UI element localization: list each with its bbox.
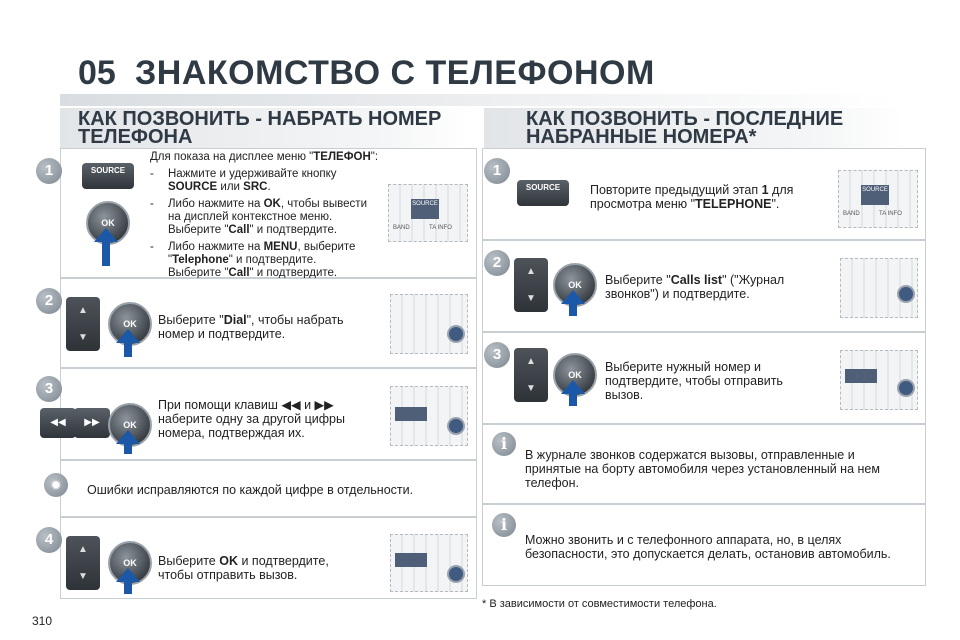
right-step3-text: Выберите нужный номер и подтвердите, что… [605,360,783,402]
seek-forward-button-image: ▶▶ [74,408,110,438]
radio-unit-image [390,386,468,446]
tip-text: Ошибки исправляются по каждой цифре в от… [87,483,414,497]
radio-unit-image: SOURCE BAND TA INFO [838,170,918,228]
source-label: SOURCE [525,183,561,192]
right-section-band [484,108,904,148]
info1-text: В журнале звонков содержатся вызовы, отп… [525,448,880,490]
blue-arrow-shaft [102,242,110,266]
step-number: 2 [36,288,62,314]
left-title-line2: ТЕЛЕФОНА [78,126,193,148]
lightbulb-icon: ✹ [44,473,68,497]
info-icon: i [492,513,516,537]
radio-knob [897,379,915,397]
right-step1-text: Повторите предыдущий этап 1 для просмотр… [590,183,794,211]
radio-source-key: SOURCE [411,199,439,219]
left-step1-text: Для показа на дисплее меню "ТЕЛЕФОН": -Н… [150,151,379,279]
page-title: ЗНАКОМСТВО С ТЕЛЕФОНОМ [135,54,655,92]
radio-knob [447,417,465,435]
radio-highlight [395,407,427,421]
radio-knob [447,565,465,583]
radio-highlight [395,553,427,567]
left-section-band [60,108,470,148]
radio-ta-info-label: TA INFO [429,225,452,231]
info2-text: Можно звонить и с телефонного аппарата, … [525,533,891,561]
ok-label: OK [123,319,137,329]
left-title-line1: КАК ПОЗВОНИТЬ - НАБРАТЬ НОМЕР [78,108,442,130]
radio-unit-image [840,258,918,318]
left-step4-text: Выберите OK и подтвердите, чтобы отправи… [158,554,329,582]
step-number: 4 [36,527,62,553]
step-number: 1 [36,158,62,184]
radio-knob [447,325,465,343]
step-number: 3 [36,376,62,402]
radio-ta-info-label: TA INFO [879,211,902,217]
radio-source-key: SOURCE [861,185,889,205]
radio-unit-image: SOURCE BAND TA INFO [388,184,468,242]
rocker-switch-image: ▲▼ [514,258,548,312]
blue-arrow-icon [561,290,585,304]
left-step2-text: Выберите "Dial", чтобы набрать номер и п… [158,313,344,341]
rocker-switch-image: ▲▼ [514,348,548,402]
step-number: 2 [484,250,510,276]
info1-panel [482,424,926,504]
blue-arrow-icon [561,380,585,394]
source-label: SOURCE [90,166,126,175]
info2-panel [482,504,926,586]
right-section-title: КАК ПОЗВОНИТЬ - ПОСЛЕДНИЕ НАБРАННЫЕ НОМЕ… [526,108,844,148]
source-button-image: SOURCE [82,163,134,189]
ok-label: OK [101,218,115,228]
blue-arrow-shaft [124,582,132,594]
ok-label: OK [123,558,137,568]
radio-knob [897,285,915,303]
radio-band-label: BAND [393,225,410,231]
radio-band-label: BAND [843,211,860,217]
blue-arrow-icon [94,228,118,242]
blue-arrow-icon [116,329,140,343]
blue-arrow-shaft [569,304,577,316]
blue-arrow-shaft [124,343,132,357]
blue-arrow-shaft [569,394,577,406]
right-step2-text: Выберите "Calls list" ("Журнал звонков")… [605,273,785,301]
ok-label: OK [568,280,582,290]
seek-back-button-image: ◀◀ [40,408,76,438]
ok-label: OK [568,370,582,380]
radio-highlight [845,369,877,383]
ok-label: OK [123,420,137,430]
header-band [60,94,900,106]
right-title-line2: НАБРАННЫЕ НОМЕРА* [526,126,757,148]
blue-arrow-shaft [124,444,132,454]
info-icon: i [492,432,516,456]
left-section-title: КАК ПОЗВОНИТЬ - НАБРАТЬ НОМЕР ТЕЛЕФОНА [78,108,442,148]
source-button-image: SOURCE [517,180,569,206]
tip-panel [60,460,477,517]
rocker-switch-image: ▲▼ [66,536,100,590]
step-number: 3 [484,342,510,368]
left-step3-text: При помощи клавиш ◀◀ и ▶▶ наберите одну … [158,398,345,440]
footnote: * В зависимости от совместимости телефон… [482,598,717,610]
blue-arrow-icon [116,430,140,444]
radio-unit-image [390,534,468,592]
blue-arrow-icon [116,568,140,582]
rocker-switch-image: ▲▼ [66,297,100,351]
chapter-number: 05 [78,54,116,92]
right-title-line1: КАК ПОЗВОНИТЬ - ПОСЛЕДНИЕ [526,108,844,130]
step-number: 1 [484,158,510,184]
radio-unit-image [390,294,468,354]
radio-unit-image [840,350,918,410]
page-number: 310 [32,614,53,628]
